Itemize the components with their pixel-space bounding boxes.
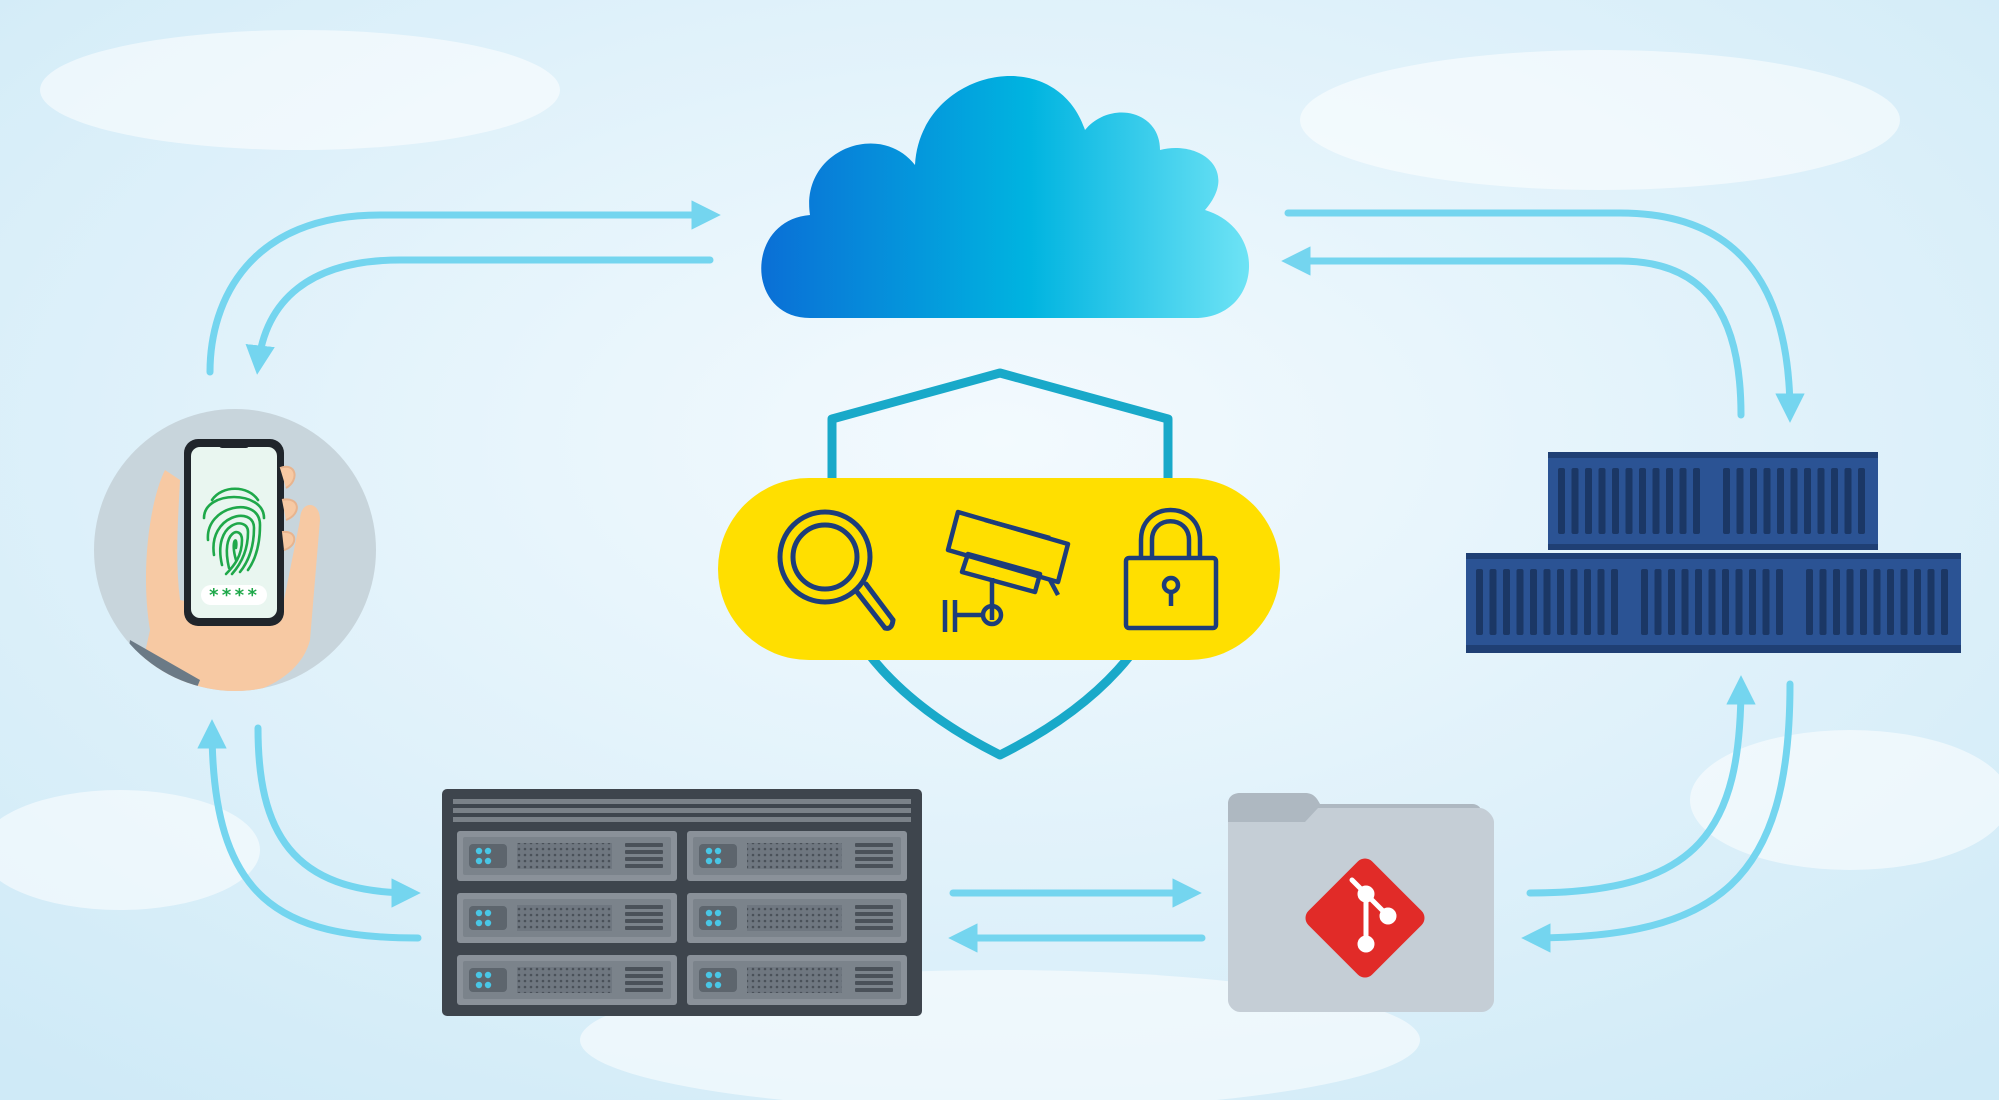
server-unit <box>687 831 907 881</box>
fingerprint-icon <box>202 487 266 576</box>
arrow-servers-to-mobile <box>197 719 422 942</box>
mobile-auth-node: **** <box>94 409 376 691</box>
arrow-containers-to-repository <box>1521 680 1794 953</box>
arrow-mobile-to-cloud <box>206 200 721 376</box>
security-shield <box>718 368 1280 760</box>
server-unit <box>687 955 907 1005</box>
git-folder-icon <box>1228 793 1494 1012</box>
pin-mask: **** <box>208 585 259 606</box>
server-rack-icon <box>442 789 922 1016</box>
server-unit <box>457 955 677 1005</box>
server-unit <box>687 893 907 943</box>
shipping-containers-icon <box>1466 452 1961 653</box>
magnifier-icon <box>777 509 896 631</box>
arrow-cloud-to-containers <box>1284 209 1805 423</box>
container <box>1466 553 1631 651</box>
pin-field <box>201 585 267 605</box>
container <box>1796 553 1961 651</box>
container <box>1713 452 1878 550</box>
container <box>1631 553 1796 651</box>
cloud-icon <box>761 76 1250 319</box>
security-camera-icon <box>942 509 1071 632</box>
arrow-repository-to-containers <box>1526 675 1756 897</box>
container <box>1548 452 1713 550</box>
hand-icon <box>130 470 320 691</box>
git-logo-icon <box>1305 858 1425 978</box>
arrow-cloud-to-mobile <box>245 256 714 375</box>
server-unit <box>457 831 677 881</box>
security-pill <box>718 478 1280 660</box>
background-clouds <box>0 30 1999 1100</box>
arrow-mobile-to-servers <box>254 724 421 908</box>
padlock-icon <box>1123 507 1219 631</box>
arrow-containers-to-cloud <box>1281 246 1745 419</box>
server-unit <box>457 893 677 943</box>
connections <box>197 200 1805 953</box>
